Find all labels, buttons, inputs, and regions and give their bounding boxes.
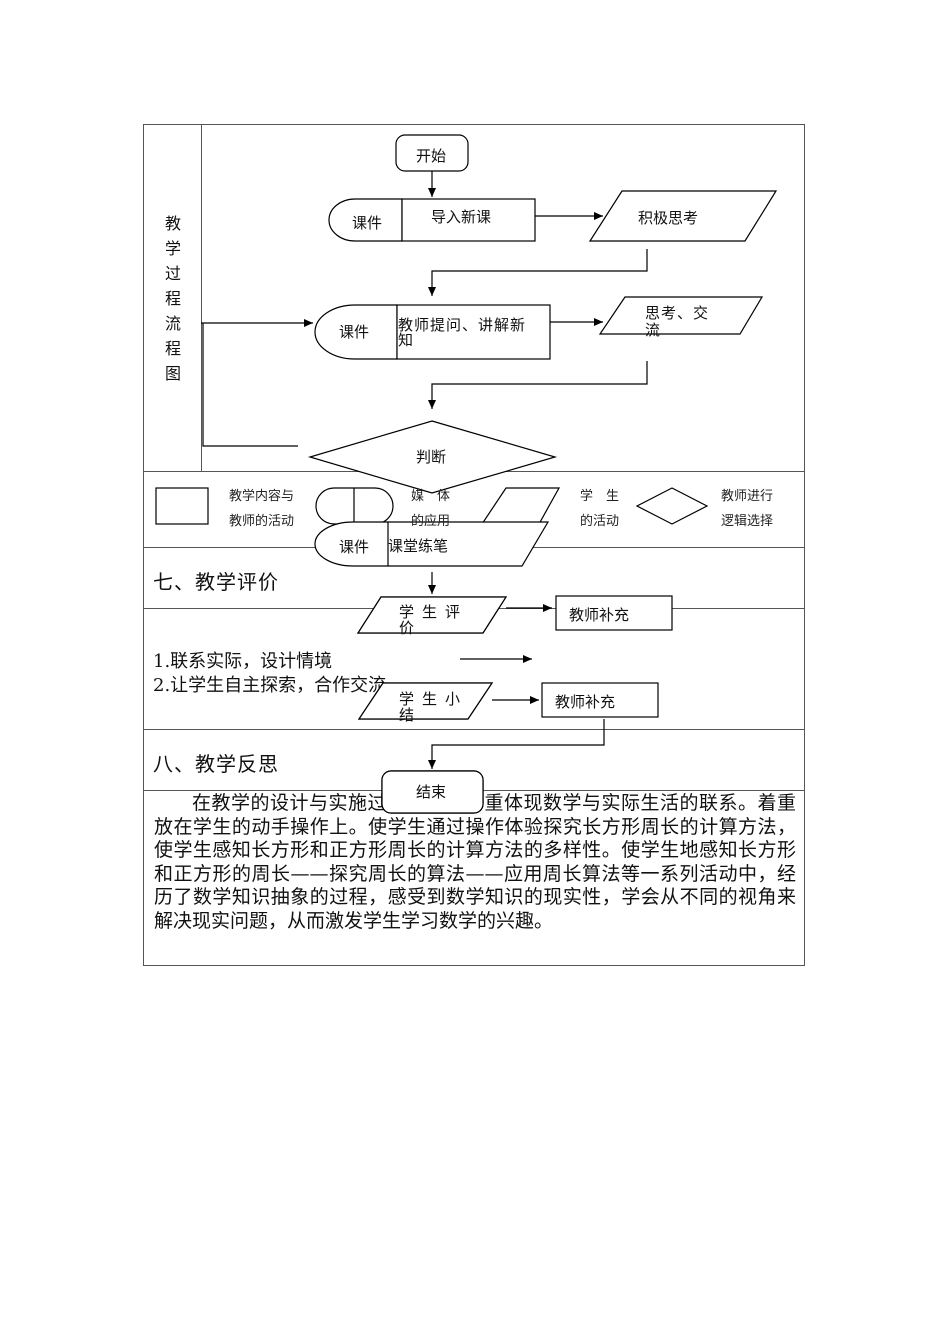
process-teacher-question [396, 304, 551, 360]
evaluation-item-2: 2.让学生自主探索，合作交流 [153, 675, 387, 696]
io-think-exchange [598, 296, 764, 335]
resource-label-1: 课件 [352, 214, 383, 232]
evaluation-item-1: 1.联系实际，设计情境 [153, 651, 333, 672]
decision-label: 判断 [416, 448, 447, 466]
reflection-heading: 八、教学反思 [153, 752, 279, 776]
legend-diamond-line1: 教师进行 [721, 489, 774, 504]
practice-label: 课堂练笔 [388, 537, 449, 555]
evaluation-heading: 七、教学评价 [153, 570, 279, 594]
step2-label: 教师提问、讲解新知 [398, 316, 527, 349]
resource-label-3: 课件 [339, 538, 370, 556]
flowchart-section-label: 教学过程流程图 [164, 214, 181, 383]
connector-student1-to-step2 [428, 249, 648, 296]
process-teacher-supplement-2 [541, 682, 659, 718]
legend-rect-line2: 教师的活动 [229, 514, 295, 529]
student2-label: 思考、交流 [645, 304, 710, 339]
student1-label: 积极思考 [638, 209, 699, 227]
process-teacher-supplement-1 [555, 595, 673, 631]
teacher-supplement-2-label: 教师补充 [555, 693, 616, 711]
student-summary-label: 学生小结 [399, 690, 469, 724]
reflection-paragraph: 在教学的设计与实施过程中，我着重体现数学与实际生活的联系。着重放在学生的动手操作… [154, 792, 796, 932]
legend-rect-line1: 教学内容与 [229, 489, 295, 504]
resource-label-2: 课件 [339, 323, 370, 341]
legend-media-line2: 的应用 [411, 514, 451, 529]
start-terminal [395, 134, 469, 172]
connector-student2-to-decision [428, 361, 648, 409]
legend-rect-shape [155, 487, 209, 525]
practice-shape [314, 521, 550, 567]
step1-label: 导入新课 [431, 208, 492, 226]
table-frame [143, 124, 805, 966]
start-label: 开始 [416, 147, 447, 165]
student-evaluation-label: 学生评价 [399, 603, 469, 637]
legend-diamond-line2: 逻辑选择 [721, 514, 774, 529]
teacher-supplement-1-label: 教师补充 [569, 606, 630, 624]
io-active-thinking [588, 190, 778, 242]
process-import-lesson [401, 198, 536, 242]
decision-diamond [307, 420, 558, 494]
media-shape-2 [314, 304, 398, 360]
legend-diamond-shape [635, 487, 709, 525]
legend-media-line1: 媒 体 [411, 489, 451, 504]
legend-para-line2: 的活动 [580, 514, 620, 529]
connector-to-end [428, 719, 605, 769]
connector-decision-no [202, 323, 298, 447]
media-shape-1 [328, 198, 403, 242]
legend-para-line1: 学 生 [580, 489, 620, 504]
end-label-top: 结束 [416, 783, 447, 801]
